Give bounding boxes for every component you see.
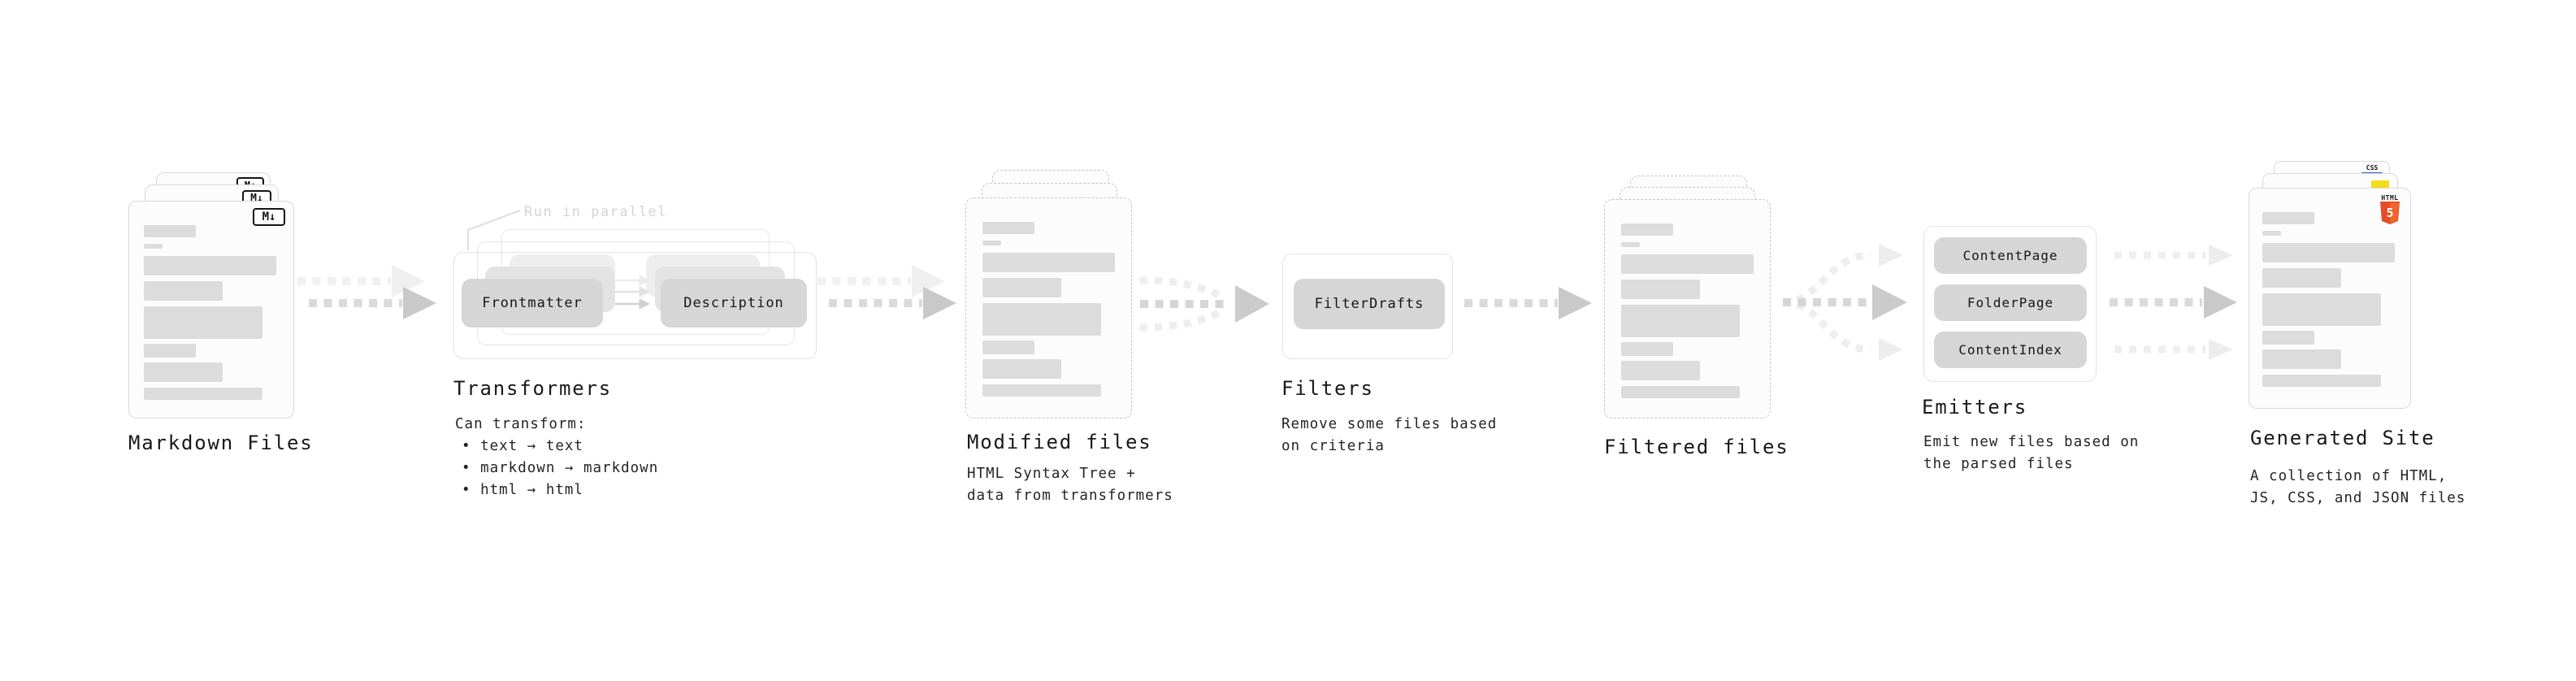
doc-content-bar (144, 281, 223, 301)
doc-content-bar (982, 278, 1061, 297)
markdown-file-card-front: M↓ (128, 201, 294, 419)
folder-page-button: FolderPage (1934, 284, 2087, 321)
doc-content-bar (982, 384, 1101, 397)
filters-desc-line: Remove some files based (1281, 416, 1498, 432)
markdown-icon: M↓ (253, 208, 285, 226)
stage-label-markdown-files: Markdown Files (128, 432, 314, 454)
transformers-desc-title: Can transform: (455, 416, 587, 432)
description-button: Description (661, 279, 807, 327)
doc-content-bar (144, 306, 262, 339)
doc-content-bar (1621, 342, 1673, 356)
frontmatter-button: Frontmatter (462, 279, 603, 327)
transformers-bullet: • markdown → markdown (462, 460, 659, 476)
svg-text:5: 5 (2386, 206, 2393, 220)
doc-content-bar (144, 244, 163, 249)
stage-label-modified-files: Modified files (967, 431, 1152, 453)
doc-content-bar (144, 225, 196, 237)
emitters-desc-line: Emit new files based on (1923, 434, 2140, 450)
modified-files-desc-line: HTML Syntax Tree + (967, 466, 1136, 482)
doc-content-bar (144, 256, 276, 275)
doc-content-bar (982, 241, 1001, 245)
doc-content-bar (2262, 349, 2341, 369)
arrow-transformers-to-modified (817, 265, 956, 319)
generated-site-desc-line: A collection of HTML, (2250, 468, 2448, 484)
arrow-emitters-to-site (2110, 245, 2237, 360)
emitters-desc-line: the parsed files (1923, 456, 2074, 472)
doc-content-bar (1621, 223, 1673, 236)
doc-content-bar (982, 359, 1061, 379)
doc-content-bar (2262, 268, 2341, 288)
stage-label-emitters: Emitters (1922, 396, 2027, 419)
doc-content-bar (1621, 254, 1754, 274)
doc-content-bar (1621, 280, 1700, 299)
doc-content-bar (982, 303, 1101, 336)
doc-content-bar (2262, 375, 2381, 387)
doc-content-bar (2262, 212, 2314, 224)
stage-label-transformers: Transformers (453, 377, 612, 400)
doc-content-bar (144, 362, 223, 382)
run-in-parallel-annotation: Run in parallel (524, 204, 668, 220)
arrow-filtered-to-emitters (1782, 244, 1907, 361)
content-page-button: ContentPage (1934, 237, 2087, 274)
filter-drafts-button: FilterDrafts (1294, 279, 1445, 329)
arrow-filters-to-filtered (1464, 287, 1592, 319)
doc-content-bar (1621, 386, 1740, 398)
stage-label-filtered-files: Filtered files (1604, 436, 1789, 458)
arrow-markdown-to-transformers (297, 265, 436, 319)
doc-content-placeholder (966, 198, 1131, 418)
filters-desc-line: on criteria (1281, 438, 1385, 454)
doc-content-bar (2262, 293, 2381, 326)
doc-content-bar (1621, 305, 1740, 337)
doc-content-bar (144, 344, 196, 358)
doc-content-bar (144, 388, 262, 400)
doc-content-bar (2262, 331, 2314, 345)
doc-content-bar (1621, 361, 1700, 380)
transformers-frame-front (453, 252, 817, 359)
doc-content-placeholder (129, 202, 293, 418)
doc-content-placeholder (1605, 200, 1770, 418)
html5-shield-icon: 5 (2380, 202, 2400, 224)
modified-file-card-front (965, 197, 1132, 419)
html5-icon: HTML 5 (2379, 194, 2400, 228)
doc-content-bar (1621, 242, 1640, 247)
transformers-bullet: • html → html (462, 482, 583, 498)
content-index-button: ContentIndex (1934, 332, 2087, 368)
stage-label-filters: Filters (1281, 377, 1374, 400)
transformers-bullet: • text → text (462, 438, 583, 454)
doc-content-bar (982, 340, 1034, 354)
modified-files-desc-line: data from transformers (967, 488, 1173, 504)
doc-content-bar (982, 253, 1115, 272)
filtered-file-card-front (1604, 199, 1771, 419)
site-file-card-html: HTML 5 (2249, 188, 2411, 409)
js-icon (2371, 180, 2389, 189)
generated-site-desc-line: JS, CSS, and JSON files (2250, 490, 2466, 506)
stage-label-generated-site: Generated Site (2250, 427, 2435, 449)
doc-content-placeholder (2249, 189, 2410, 408)
doc-content-bar (982, 222, 1034, 234)
doc-content-bar (2262, 243, 2395, 262)
arrow-modified-to-filters (1139, 276, 1269, 332)
doc-content-bar (2262, 231, 2281, 236)
